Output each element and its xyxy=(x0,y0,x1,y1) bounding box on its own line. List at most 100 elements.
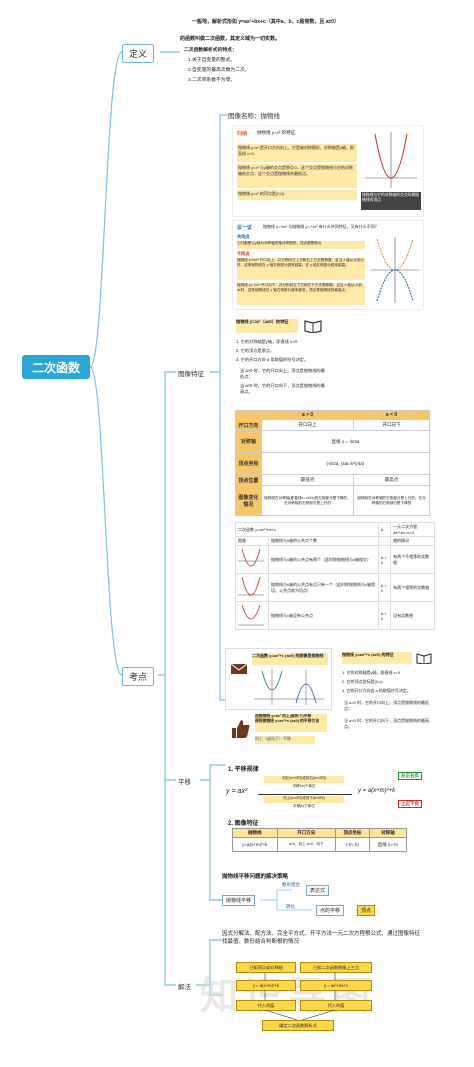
shift-feature-table: 抛物线 开口方向 顶点坐标 对称轴 y=a(x+m)²+k a>0，向上 a<0… xyxy=(232,828,408,852)
card-c-tag: 向上（或向下）平移 xyxy=(255,736,315,744)
shift-r2: 平移|m|个单位 xyxy=(292,784,316,788)
card-b-5: 当 a<0 时，它的开口向下，顶点是抛物线的最高点。 xyxy=(344,718,430,729)
shift-feat-title: 2. 图像特征 xyxy=(228,821,259,827)
props-3: 3. 它的开口方向 a 用取值的符号决定。 xyxy=(236,357,309,362)
table1-cell: 抛物线在对称轴(即直线x=-b/2a)的左侧部分是下降的，在对称轴的右侧部分是上… xyxy=(260,485,355,516)
tangent-graph xyxy=(238,576,264,596)
vertex-table: a > 0 a < 0 开口方向 开口向上 开口向下 对称轴 直线 x = -b… xyxy=(235,410,431,516)
table1-header-1: a > 0 xyxy=(260,410,355,420)
card-b-1: 1. 它的对称轴是y轴，即直线 x=0. xyxy=(342,670,402,675)
shift-td: y=a(x+m)²+k xyxy=(232,837,278,852)
shift-td: (-m, k) xyxy=(334,837,370,852)
think-title: 议一议 xyxy=(237,225,253,231)
intersect-graph xyxy=(238,548,264,567)
think-subtitle: 抛物线 y=½x² 与抛物线 y=-½x² 有什么共同特征，又有什么不同？ xyxy=(263,224,379,229)
table1-cell: 顶点坐标 xyxy=(235,452,262,475)
solve-box-vertex: 已知顶点或对称轴 xyxy=(236,962,296,973)
table1-header-2: a < 0 xyxy=(353,410,430,420)
sub-graph-features[interactable]: 图像特征 xyxy=(178,371,204,378)
shift-right-eq: y = a(x+m)²+k xyxy=(358,788,396,794)
book-icon xyxy=(304,320,322,333)
card-b-3: 3. 它的开口方向由 a 的取值符号决定。 xyxy=(342,688,411,693)
table2-cell: 没有实数根 xyxy=(390,601,435,630)
solve-box-sub-2: 代入的值 xyxy=(300,1000,372,1011)
table2-graph-cell xyxy=(235,545,269,574)
card-c-line2: 得到抛物线 y=ax²+c (a≠0) 的平移方法 xyxy=(255,719,320,723)
feature-3: 3.二次项系数不为零。 xyxy=(188,78,236,83)
table2-cell: 抛物线与x轴没有公共点 xyxy=(268,601,379,630)
table2-graph-cell xyxy=(235,573,269,602)
tag-up-pos: 上正下负 xyxy=(398,800,422,808)
shift-td: 直线 x=-m xyxy=(368,837,408,852)
table2-cell: 有两个不相等的实数根 xyxy=(390,545,435,574)
shift-r4: 平移|k|个单位 xyxy=(293,804,315,808)
book-icon xyxy=(416,653,432,664)
table1-header-0 xyxy=(235,410,262,420)
shift-rule-card: 1. 平移规律 y = ax² 向左(m>0时)或向右(m<0时) 平移|m|个… xyxy=(226,764,436,814)
summary-bullet-2: 抛物线 y=x² 与y轴的交点是原点O，这个交点是抛物线与它的对称轴的交点，这个… xyxy=(237,164,357,188)
shift-th: 顶点坐标 xyxy=(334,828,370,838)
sub-shift[interactable]: 平移 xyxy=(178,779,191,786)
table1-cell: (-b/2a, (4ac-b²)/4a) xyxy=(260,452,431,475)
summary-card: 归纳 抛物线 y=x² 的特征. 抛物线 y=x² 是开口方向向上，它是轴对称图… xyxy=(232,125,424,217)
summary-bullet-3: 抛物线 y=x² 的顶点是(0,0). xyxy=(237,190,357,200)
strategy-title: 抛物线平移问题的解决策略 xyxy=(222,874,289,880)
summary-caption: 抛物线与它的对称轴的交点叫做抛物线的顶点 xyxy=(361,192,421,210)
strategy-edge-2: 转化 xyxy=(286,904,295,909)
props-4: 当 a>0 时，它的开口向上，顶点是抛物线的最低点； xyxy=(240,368,325,379)
table1-cell: 对称轴 xyxy=(235,430,262,453)
shift-th: 开口方向 xyxy=(276,828,336,838)
props-title: 抛物线 y=ax²（a≠0）的特征 xyxy=(236,319,298,333)
root-node[interactable]: 二次函数 xyxy=(22,355,90,379)
shift-r1: 向左(m>0时)或向右(m<0时) xyxy=(264,776,344,783)
table1-cell: 图像变化情况 xyxy=(235,485,262,516)
graph-name: 图像名称：抛物线 xyxy=(228,113,280,120)
table2-cell: Δ < 0 xyxy=(377,601,392,630)
card-ax2c-graph: 二次函数 y=ax²+c (a≠0) 的图像是抛物线 xyxy=(225,648,332,710)
table2-header: 二次函数 y=ax²+bx+c xyxy=(235,522,379,537)
sub-solve[interactable]: 解法 xyxy=(178,984,191,991)
table1-cell: 顶点位置 xyxy=(235,474,262,486)
solve-methods: 因式分解法、配方法、完全平方式、开平方法一元二次方程根公式、通过图像特征找最值、… xyxy=(222,931,421,945)
features-title: 二次函数解析式的特点： xyxy=(184,48,237,53)
branch-definition[interactable]: 定义 xyxy=(122,44,155,63)
strategy-edge-1: 数形结合 xyxy=(282,882,300,887)
table2-cell: 有两个相等的实数根 xyxy=(390,573,435,602)
table2-subheader xyxy=(377,536,392,546)
solve-box-vertex-form: y = a(x+m)²+k xyxy=(236,980,296,991)
table2-cell: 抛物线与x轴的公共点有两个（此时称抛物线与x轴相交） xyxy=(268,545,379,574)
card-b-2: 2. 它的顶点坐标是(0,c). xyxy=(342,679,384,684)
think-card: 议一议 抛物线 y=½x² 与抛物线 y=-½x² 有什么共同特征，又有什么不同… xyxy=(232,220,424,310)
table1-cell: 抛物线在对称轴的左侧部分是上升的，在对称轴的右侧部分是下降的 xyxy=(353,485,430,516)
branch-exam[interactable]: 考点 xyxy=(122,667,155,686)
shifted-parabolas-graph xyxy=(254,669,324,705)
solve-box-three-points: 已知二次函数图像上三点 xyxy=(300,962,372,973)
table1-cell: 开口向下 xyxy=(353,419,430,431)
table2-graph-cell xyxy=(235,601,269,630)
solve-box-result: 确定二次函数解析式 xyxy=(262,1020,334,1031)
strategy-root[interactable]: 抛物线平移 xyxy=(222,895,256,906)
table2-subheader: 抛物线与x轴的公共点个数 xyxy=(268,536,379,546)
table2-cell: Δ = 0 xyxy=(377,573,392,602)
thumbs-up-icon xyxy=(232,720,250,738)
props-5: 当 a<0 时，它的开口向下，顶点是抛物线的最高点。 xyxy=(240,383,325,394)
shift-th: 抛物线 xyxy=(232,828,278,838)
strategy-node-vertex[interactable]: 顶点 xyxy=(357,905,376,916)
strategy-node-point[interactable]: 点的平移 xyxy=(316,905,345,916)
table2-subheader: 根的情况 xyxy=(390,536,435,546)
shift-r3: 向上(k>0时)或向下(k<0时) xyxy=(264,796,344,803)
strategy-node-expr[interactable]: 表达式 xyxy=(306,885,330,896)
parabola-props-card: 抛物线 y=ax²（a≠0）的特征 1. 它的对称轴是y轴，即直线 x=0. 2… xyxy=(232,315,332,400)
card-a-title: 二次函数 y=ax²+c (a≠0) 的图像是抛物线 xyxy=(252,653,328,665)
envelope-icon xyxy=(230,663,248,674)
think-diff-1: 抛物线 y=½x² 开口向上，并分别向左上方和右上方无限伸展，且当 x 值从大到… xyxy=(237,258,365,280)
props-1: 1. 它的对称轴是y轴，即直线 x=0. xyxy=(236,339,299,344)
table1-cell: 开口方向 xyxy=(235,419,262,431)
card-c-line1: 由抛物线 y=ax² 向上(或向下)平移 xyxy=(255,714,312,718)
summary-bullet-1: 抛物线 y=x² 是开口方向向上，它是轴对称图形，对称轴是y轴，即直线 x=0. xyxy=(237,144,357,162)
table1-cell: 直线 x = -b/2a xyxy=(260,430,431,453)
solve-box-general-form: y = ax²+bx+c xyxy=(300,980,372,991)
table2-subheader: 图像 xyxy=(235,536,269,546)
think-same-text: 它们都是以y轴为对称轴的轴对称图形，顶点都是原点 xyxy=(237,241,365,249)
